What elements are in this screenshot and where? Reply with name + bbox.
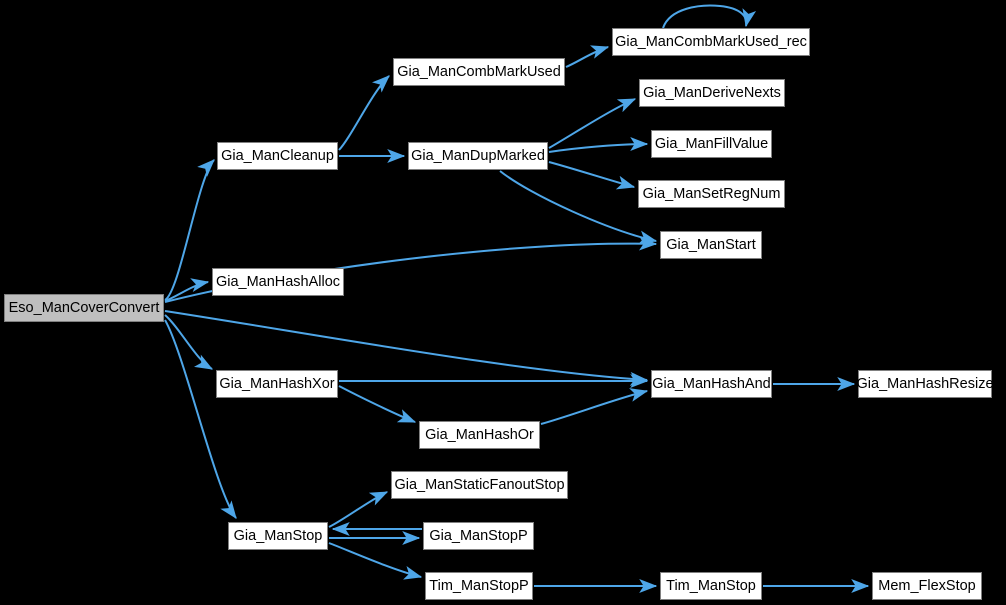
- edge-root-to-hashand: [164, 310, 649, 386]
- edge-combmarkused-to-rec: [565, 45, 610, 68]
- graph-node-staticfanoutstop[interactable]: Gia_ManStaticFanoutStop: [391, 471, 568, 499]
- graph-node-manstopp[interactable]: Gia_ManStopP: [423, 522, 534, 550]
- graph-node-combmarkused_rec[interactable]: Gia_ManCombMarkUsed_rec: [612, 28, 810, 56]
- graph-node-manstop[interactable]: Gia_ManStop: [228, 522, 328, 550]
- graph-node-label: Tim_ManStop: [666, 577, 756, 594]
- graph-node-mem_flexstop[interactable]: Mem_FlexStop: [872, 572, 982, 600]
- graph-node-hashand[interactable]: Gia_ManHashAnd: [651, 370, 772, 398]
- graph-node-label: Eso_ManCoverConvert: [8, 299, 160, 316]
- edge-root-to-hashalloc: [164, 278, 210, 302]
- edge-dupmarked-to-fillvalue: [548, 137, 649, 153]
- edge-root-to-cleanup: [164, 159, 215, 301]
- edge-dupmarked-to-setregnum: [548, 161, 636, 190]
- edge-rec-self-loop: [662, 4, 757, 29]
- graph-node-label: Gia_ManHashXor: [219, 375, 335, 392]
- graph-node-label: Gia_ManSetRegNum: [642, 185, 781, 202]
- graph-node-label: Gia_ManStop: [233, 527, 323, 544]
- graph-node-root[interactable]: Eso_ManCoverConvert: [4, 294, 164, 322]
- graph-node-label: Gia_ManFillValue: [654, 135, 769, 152]
- graph-node-cleanup[interactable]: Gia_ManCleanup: [217, 142, 338, 170]
- graph-node-label: Tim_ManStopP: [429, 577, 529, 594]
- graph-node-label: Gia_ManCombMarkUsed_rec: [615, 33, 807, 50]
- graph-node-dupmarked[interactable]: Gia_ManDupMarked: [408, 142, 548, 170]
- edge-dupmarked-to-derivenexts: [548, 98, 637, 149]
- graph-node-label: Mem_FlexStop: [878, 577, 976, 594]
- graph-node-combmarkused[interactable]: Gia_ManCombMarkUsed: [393, 58, 565, 86]
- graph-node-label: Gia_ManHashAlloc: [215, 273, 341, 290]
- graph-node-hashxor[interactable]: Gia_ManHashXor: [216, 370, 338, 398]
- edge-hashor-to-hashand: [540, 388, 649, 425]
- graph-node-fillvalue[interactable]: Gia_ManFillValue: [651, 130, 772, 158]
- graph-node-label: Gia_ManHashAnd: [652, 375, 771, 392]
- graph-node-tim_manstopp[interactable]: Tim_ManStopP: [425, 572, 533, 600]
- graph-node-hashalloc[interactable]: Gia_ManHashAlloc: [212, 268, 344, 296]
- graph-node-label: Gia_ManStart: [666, 236, 756, 253]
- edge-manstop-to-staticfanoutstop: [328, 491, 389, 528]
- graph-node-label: Gia_ManCleanup: [221, 147, 334, 164]
- edge-hashxor-to-hashor: [338, 385, 417, 423]
- graph-node-derivenexts[interactable]: Gia_ManDeriveNexts: [639, 79, 785, 107]
- graph-node-label: Gia_ManCombMarkUsed: [397, 63, 561, 80]
- edge-cleanup-to-combmarkused: [338, 75, 390, 151]
- edge-root-to-manstop: [164, 319, 237, 519]
- edge-dupmarked-to-start: [499, 170, 658, 245]
- graph-node-label: Gia_ManHashResize: [856, 375, 994, 392]
- graph-node-label: Gia_ManStaticFanoutStop: [394, 476, 565, 493]
- graph-node-start[interactable]: Gia_ManStart: [660, 231, 762, 259]
- graph-node-label: Gia_ManDupMarked: [411, 147, 545, 164]
- graph-node-label: Gia_ManDeriveNexts: [643, 84, 781, 101]
- graph-node-label: Gia_ManHashOr: [425, 426, 534, 443]
- graph-node-label: Gia_ManStopP: [429, 527, 528, 544]
- graph-node-hashresize[interactable]: Gia_ManHashResize: [856, 370, 994, 398]
- edge-manstop-to-tim-manstopp: [328, 542, 423, 580]
- graph-node-tim_manstop[interactable]: Tim_ManStop: [660, 572, 762, 600]
- graph-node-hashor[interactable]: Gia_ManHashOr: [419, 421, 540, 449]
- graph-node-setregnum[interactable]: Gia_ManSetRegNum: [638, 180, 785, 208]
- edge-root-to-hashxor: [164, 314, 214, 370]
